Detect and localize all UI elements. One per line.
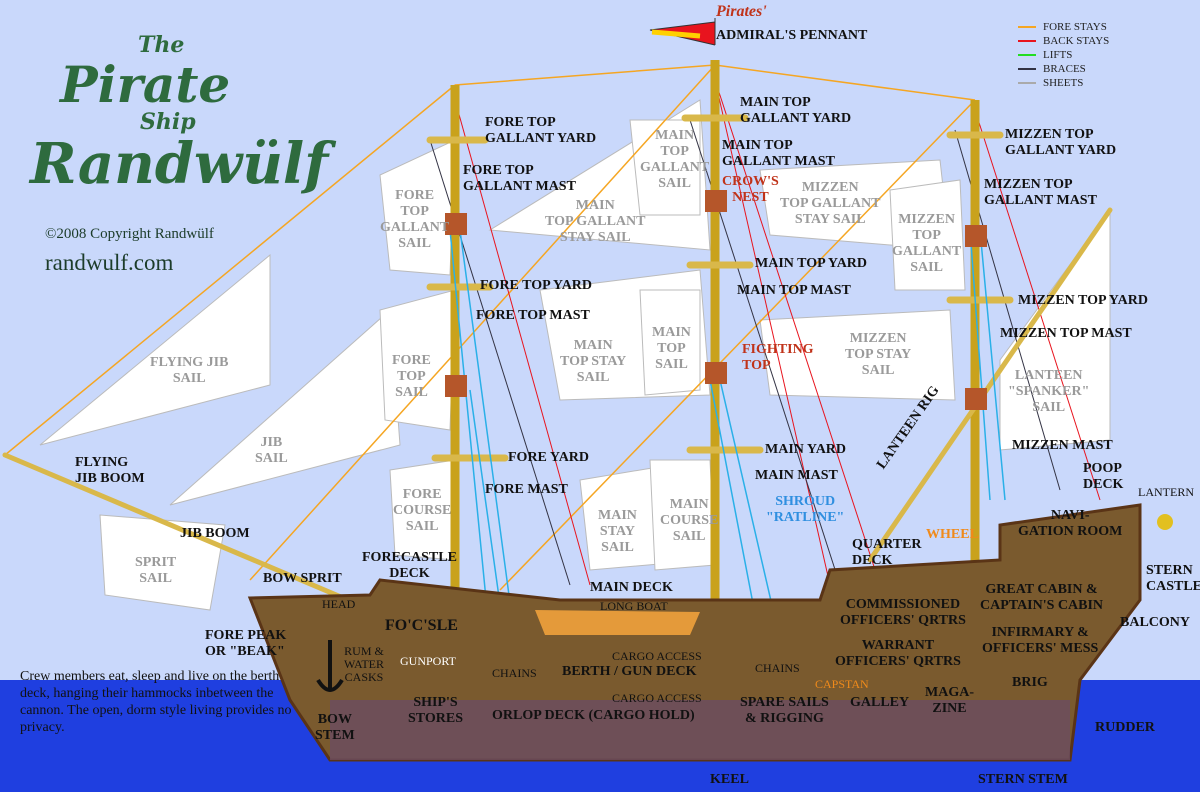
legend-item: FORE STAYS xyxy=(1018,20,1109,34)
back-stays xyxy=(454,79,1101,586)
label: CAPSTAN xyxy=(815,677,869,691)
pennant-script: Pirates' xyxy=(716,3,767,20)
legend-item: BACK STAYS xyxy=(1018,34,1109,48)
label: FORE YARD xyxy=(508,450,590,465)
title-pirate: Pirate xyxy=(60,55,231,114)
label: GALLEY xyxy=(850,695,910,710)
label: FORE TOP MAST xyxy=(476,308,590,323)
label: CARGO ACCESS xyxy=(612,649,702,663)
label: CHAINS xyxy=(755,661,800,675)
label: BOW STEM xyxy=(315,712,355,743)
title-the: The xyxy=(138,32,185,58)
sail-label: MAIN TOP STAY SAIL xyxy=(560,338,627,385)
label: LONG BOAT xyxy=(600,599,668,613)
label: LANTERN xyxy=(1138,485,1194,499)
lantern-icon xyxy=(1157,514,1173,530)
label: CARGO ACCESS xyxy=(612,691,702,705)
sail-label: MAIN COURSE SAIL xyxy=(660,497,719,544)
sail-label: MIZZEN TOP GALLANT STAY SAIL xyxy=(780,180,881,227)
label: STERN STEM xyxy=(978,772,1068,787)
label: NAVI- GATION ROOM xyxy=(1018,508,1123,539)
label: FIGHTING TOP xyxy=(742,342,814,373)
anchor-icon xyxy=(316,640,344,692)
label: HEAD xyxy=(322,597,356,611)
yards xyxy=(2,114,1113,608)
label: MAIN MAST xyxy=(755,468,838,483)
label: FORECASTLE DECK xyxy=(362,550,457,581)
orlop-deck xyxy=(330,700,1070,760)
label: RUDDER xyxy=(1095,720,1155,735)
label: BERTH / GUN DECK xyxy=(562,664,697,679)
legend-item: BRACES xyxy=(1018,62,1109,76)
label: WARRANT OFFICERS' QRTRS xyxy=(835,638,961,669)
sail-label: FORE TOP SAIL xyxy=(392,353,431,400)
sail-label: FORE COURSE SAIL xyxy=(393,487,452,534)
label: SHROUD "RATLINE" xyxy=(766,494,845,525)
label: MIZZEN TOP GALLANT YARD xyxy=(1005,127,1117,158)
label: FO'C'SLE xyxy=(385,617,458,634)
label: MIZZEN TOP YARD xyxy=(1018,293,1148,308)
sail-label: FORE TOP GALLANT SAIL xyxy=(380,188,450,251)
site-link[interactable]: randwulf.com xyxy=(45,250,174,275)
pennant-stripe xyxy=(651,29,701,39)
label: MAIN TOP YARD xyxy=(755,256,868,271)
label: MAIN YARD xyxy=(765,442,847,457)
title-name: Randwülf xyxy=(30,131,329,197)
sail-label: MAIN TOP GALLANT STAY SAIL xyxy=(545,198,646,245)
label: SHIP'S STORES xyxy=(408,695,463,726)
label: CROW'S NEST xyxy=(722,174,779,205)
label: MAGA- ZINE xyxy=(925,685,974,716)
copyright: ©2008 Copyright Randwülf xyxy=(45,226,214,242)
legend: FORE STAYS BACK STAYS LIFTS BRACES SHEET… xyxy=(1018,20,1109,90)
label: KEEL xyxy=(710,772,749,787)
label: QUARTER DECK xyxy=(852,537,922,568)
label: FORE TOP GALLANT MAST xyxy=(463,163,576,194)
label: GREAT CABIN & CAPTAIN'S CABIN xyxy=(980,582,1104,613)
label: JIB BOOM xyxy=(180,526,250,541)
label: FORE PEAK OR "BEAK" xyxy=(205,628,287,659)
crew-note: Crew members eat, sleep and live on the … xyxy=(20,669,292,735)
title-ship: Ship xyxy=(140,109,196,135)
label: MIZZEN MAST xyxy=(1012,438,1113,453)
label: MAIN TOP MAST xyxy=(737,283,851,298)
sail-label: FLYING JIB SAIL xyxy=(150,355,229,386)
label: STERN CASTLE xyxy=(1146,563,1200,594)
label: POOP DECK xyxy=(1083,461,1124,492)
sails xyxy=(39,99,1111,611)
sail-label: SPRIT SAIL xyxy=(135,555,177,586)
label: FORE TOP GALLANT YARD xyxy=(485,115,597,146)
label: MAIN DECK xyxy=(590,580,673,595)
sail-label: JIB SAIL xyxy=(255,435,288,466)
legend-item: LIFTS xyxy=(1018,48,1109,62)
label: SPARE SAILS & RIGGING xyxy=(740,695,829,726)
label: GUNPORT xyxy=(400,654,456,668)
label: FORE TOP YARD xyxy=(480,278,593,293)
sail-label: MIZZEN TOP STAY SAIL xyxy=(845,331,912,378)
label: RUM & WATER CASKS xyxy=(344,644,384,684)
tops xyxy=(445,190,987,410)
label: MIZZEN TOP GALLANT MAST xyxy=(984,177,1097,208)
label: FORE MAST xyxy=(485,482,568,497)
label: COMMISSIONED OFFICERS' QRTRS xyxy=(840,597,966,628)
label: BALCONY xyxy=(1120,615,1191,630)
sail-label: MAIN STAY SAIL xyxy=(598,508,637,555)
label: CHAINS xyxy=(492,666,537,680)
label: MAIN TOP GALLANT MAST xyxy=(722,138,835,169)
legend-item: SHEETS xyxy=(1018,76,1109,90)
sail-label: MAIN TOP GALLANT SAIL xyxy=(640,128,710,191)
label: ORLOP DECK (CARGO HOLD) xyxy=(492,708,695,723)
label: BRIG xyxy=(1012,675,1048,690)
label: BOW SPRIT xyxy=(263,571,342,586)
pennant-label: ADMIRAL'S PENNANT xyxy=(716,28,868,43)
sail-label: LANTEEN "SPANKER" SAIL xyxy=(1008,368,1090,415)
label: INFIRMARY & OFFICERS' MESS xyxy=(982,625,1099,656)
sail-label: MAIN TOP SAIL xyxy=(652,325,691,372)
long-boat xyxy=(535,610,700,635)
label: MIZZEN TOP MAST xyxy=(1000,326,1132,341)
label: WHEEL xyxy=(926,527,979,542)
label: FLYING JIB BOOM xyxy=(75,455,145,486)
sail-label: MIZZEN TOP GALLANT SAIL xyxy=(892,212,962,275)
label: MAIN TOP GALLANT YARD xyxy=(740,95,852,126)
